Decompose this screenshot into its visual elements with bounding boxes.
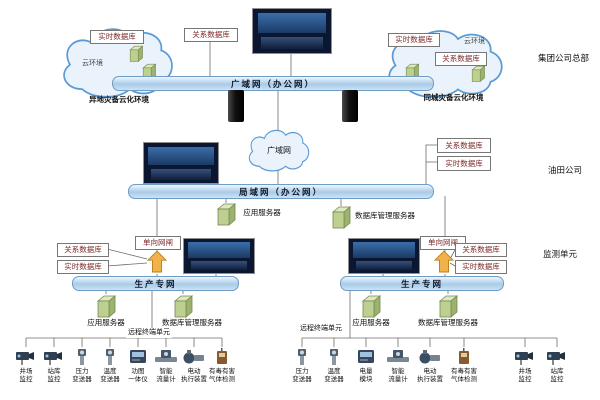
realtime-db-label: 实时数据库 xyxy=(57,260,109,274)
device-label: 温度 变送器 xyxy=(100,368,120,383)
production-network-bus-left: 生产专网 xyxy=(72,276,239,291)
screen-content xyxy=(257,12,327,34)
hq-section-label: 集团公司总部 xyxy=(538,53,590,63)
app-server-icon xyxy=(361,295,382,318)
control-room-display xyxy=(183,238,255,274)
realtime-db-label: 实时数据库 xyxy=(437,156,491,171)
camera-icon xyxy=(547,352,565,365)
device-label: 井场 监控 xyxy=(19,368,33,383)
meter-icon xyxy=(358,350,374,363)
app-server-label: 应用服务器 xyxy=(352,318,390,327)
realtime-db-label: 实时数据库 xyxy=(388,33,440,47)
relational-db-label: 关系数据库 xyxy=(455,243,507,257)
cloud-env-label: 云环境 xyxy=(464,38,485,45)
screen-content xyxy=(188,242,250,258)
realtime-db-label: 实时数据库 xyxy=(455,260,507,274)
control-room-display xyxy=(348,238,420,274)
remote-terminal-unit-label: 远程终端单元 xyxy=(126,328,172,338)
app-server-icon xyxy=(96,295,117,318)
db-server-icon xyxy=(173,295,194,318)
device-label: 功图 一体仪 xyxy=(128,368,148,383)
server-cube-icon xyxy=(129,45,144,63)
meter-icon xyxy=(130,350,146,363)
relational-db-label: 关系数据库 xyxy=(435,52,487,66)
camera-icon xyxy=(16,352,34,365)
monitoring-wall-display xyxy=(143,142,219,184)
screen-content xyxy=(260,37,324,50)
server-cube-icon xyxy=(471,65,486,83)
transmitter-icon xyxy=(330,349,338,365)
db-server-label: 数据库管理服务器 xyxy=(162,318,222,327)
device-label: 电动 执行装置 xyxy=(417,368,443,383)
device-label: 电动 执行装置 xyxy=(181,368,207,383)
remote-terminal-unit-label: 远程终端单元 xyxy=(298,324,344,334)
transmitter-icon xyxy=(106,349,114,365)
db-server-icon xyxy=(331,206,352,229)
server-tower-icon xyxy=(228,90,244,122)
relational-db-label: 关系数据库 xyxy=(437,138,491,153)
device-label: 压力 变送器 xyxy=(72,368,92,383)
cloud-env-label: 云环境 xyxy=(82,60,103,67)
device-label: 有毒有害 气体检测 xyxy=(209,368,235,383)
screen-content xyxy=(191,260,247,271)
device-label: 电量 模块 xyxy=(359,368,373,383)
db-server-label: 数据库管理服务器 xyxy=(355,211,415,220)
app-server-label: 应用服务器 xyxy=(243,208,281,217)
screen-content xyxy=(148,146,214,165)
device-label: 压力 变送器 xyxy=(292,368,312,383)
db-server-icon xyxy=(438,295,459,318)
app-server-icon xyxy=(216,203,237,226)
relational-db-label: 关系数据库 xyxy=(57,243,109,257)
one-way-gateway-arrow-icon xyxy=(434,250,454,273)
flowmeter-icon xyxy=(155,350,177,362)
db-server-label: 数据库管理服务器 xyxy=(418,318,478,327)
right-cloud-caption: 同城灾备云化环境 xyxy=(423,93,484,102)
device-label: 站库 监控 xyxy=(550,368,564,383)
device-label: 站库 监控 xyxy=(47,368,61,383)
server-tower-icon xyxy=(342,90,358,122)
control-room-display xyxy=(252,8,332,54)
relational-db-label: 关系数据库 xyxy=(184,28,238,42)
transmitter-icon xyxy=(78,349,86,365)
device-label: 井场 监控 xyxy=(518,368,532,383)
server-cube-icon xyxy=(405,63,420,81)
production-network-bus-right: 生产专网 xyxy=(340,276,504,291)
camera-icon xyxy=(515,352,533,365)
wan-cloud-label: 广域网 xyxy=(267,146,291,155)
screen-content xyxy=(356,260,412,271)
screen-content xyxy=(353,242,415,258)
gas-detector-icon xyxy=(459,348,469,364)
camera-icon xyxy=(44,352,62,365)
gas-detector-icon xyxy=(217,348,227,364)
screen-content xyxy=(151,168,211,180)
app-server-label: 应用服务器 xyxy=(87,318,125,327)
realtime-db-label: 实时数据库 xyxy=(90,30,144,44)
wan-cloud xyxy=(248,129,310,172)
device-label: 温度 变送器 xyxy=(324,368,344,383)
wan-office-bus: 广域网（办公网） xyxy=(112,76,434,91)
actuator-icon xyxy=(183,350,204,364)
actuator-icon xyxy=(419,350,440,364)
transmitter-icon xyxy=(298,349,306,365)
device-label: 智能 流量计 xyxy=(388,368,408,383)
one-way-gateway-arrow-icon xyxy=(147,250,167,273)
left-cloud-caption: 异地灾备云化环境 xyxy=(89,95,149,104)
flowmeter-icon xyxy=(387,350,409,362)
one-way-gateway-label: 单向网闸 xyxy=(135,236,181,250)
oilfield-section-label: 油田公司 xyxy=(548,165,583,175)
device-label: 有毒有害 气体检测 xyxy=(451,368,477,383)
monitor-unit-section-label: 监测单元 xyxy=(543,249,578,259)
lan-office-bus: 局域网（办公网） xyxy=(128,184,434,199)
device-label: 智能 流量计 xyxy=(156,368,176,383)
